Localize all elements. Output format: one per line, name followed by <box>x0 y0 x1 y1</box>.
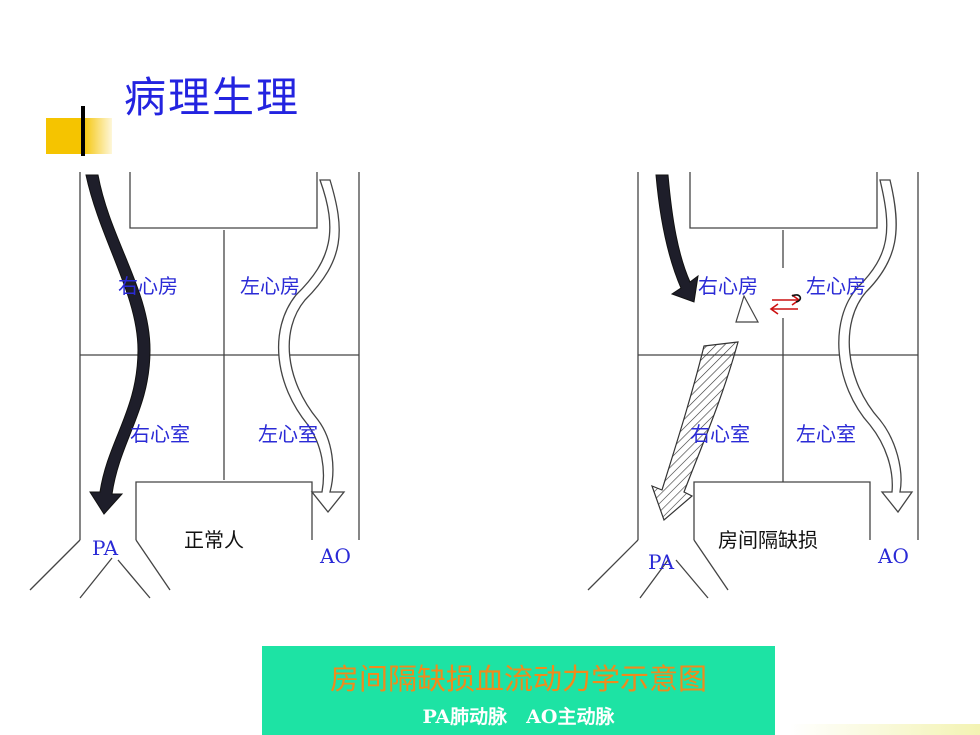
caption-title: 房间隔缺损血流动力学示意图 <box>329 662 707 696</box>
normal-right-ventricle-label: 右心室 <box>130 422 190 446</box>
title-accent-bar <box>81 106 85 156</box>
normal-right-atrium-label: 右心房 <box>118 274 178 298</box>
normal-pa-label: PA <box>92 536 119 560</box>
asd-heart-diagram <box>587 172 919 599</box>
title-accent-block <box>46 118 112 154</box>
asd-pa-branch-inner-right <box>675 559 709 599</box>
normal-left-ventricle-label: 左心室 <box>258 422 318 446</box>
normal-top-box <box>129 172 318 229</box>
normal-heart-diagram <box>29 172 360 599</box>
asd-septal-defect-triangle <box>735 294 760 323</box>
shunt-curl-icon <box>791 294 802 303</box>
normal-person-label: 正常人 <box>184 528 244 552</box>
normal-pa-branch-right <box>135 539 171 591</box>
caption-box: 房间隔缺损血流动力学示意图 PA肺动脉 AO主动脉 <box>262 646 775 735</box>
asd-condition-label: 房间隔缺损 <box>718 528 818 552</box>
normal-pa-branch-inner-right <box>117 559 151 599</box>
asd-left-ventricle-label: 左心室 <box>796 422 856 446</box>
asd-top-box <box>689 172 878 229</box>
normal-arterial-flow-arrow <box>278 179 346 514</box>
asd-pa-branch-right <box>693 539 729 591</box>
left-to-right-shunt-arrows <box>769 294 801 315</box>
normal-ao-label: AO <box>320 544 351 568</box>
asd-right-ventricle-label: 右心室 <box>690 422 750 446</box>
asd-bottom-box <box>693 481 871 540</box>
caption-legend: PA肺动脉 AO主动脉 <box>422 706 615 728</box>
normal-pa-branch-left <box>29 539 81 591</box>
asd-pa-label: PA <box>648 550 675 574</box>
normal-venous-flow-arrow <box>85 174 151 515</box>
corner-decoration <box>790 724 980 735</box>
page-title: 病理生理 <box>124 73 301 122</box>
asd-pa-branch-inner-left <box>639 559 669 599</box>
normal-left-atrium-label: 左心房 <box>240 274 300 298</box>
asd-arterial-flow-arrow <box>838 179 914 514</box>
normal-bottom-box <box>135 481 313 540</box>
asd-pa-branch-left <box>587 539 639 591</box>
asd-left-atrium-label: 左心房 <box>806 274 866 298</box>
asd-ao-label: AO <box>878 544 909 568</box>
asd-venous-flow-arrow <box>655 174 699 303</box>
asd-right-atrium-label: 右心房 <box>698 274 758 298</box>
normal-pa-branch-inner-left <box>79 557 113 599</box>
asd-increased-pulmonary-flow-arrow <box>650 341 739 522</box>
